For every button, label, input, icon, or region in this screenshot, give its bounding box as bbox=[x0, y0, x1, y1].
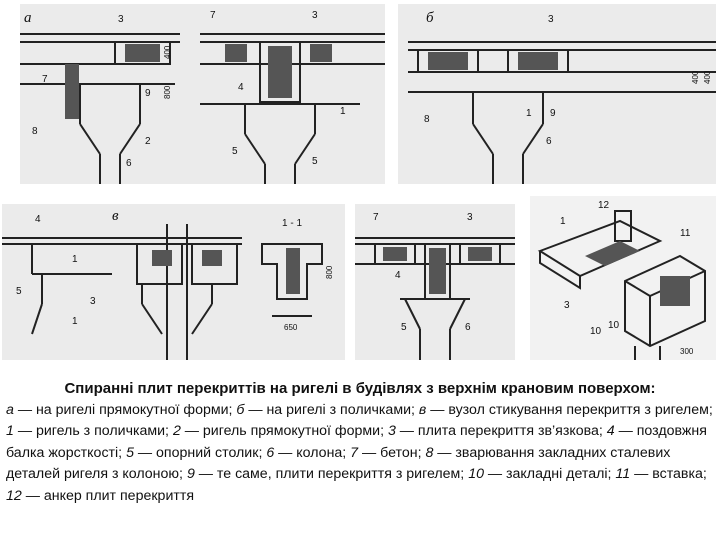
callout: 3 bbox=[90, 296, 96, 307]
legend-key: 12 bbox=[6, 487, 22, 504]
drawing-panel-b: 3 8 1 9 6 400 400 б bbox=[398, 4, 716, 184]
legend-key: а bbox=[6, 401, 14, 418]
legend-text: — закладні деталі; bbox=[483, 466, 616, 482]
callout: 4 bbox=[35, 214, 41, 225]
legend-key: 6 bbox=[266, 444, 275, 461]
legend-text: — ригель прямокутної форми; bbox=[180, 423, 388, 439]
dimension: 400 bbox=[691, 70, 700, 84]
callout: 4 bbox=[238, 82, 244, 93]
callout: 3 bbox=[564, 300, 570, 311]
caption-body: а — на ригелі прямокутної форми; б — на … bbox=[6, 402, 713, 504]
dimension: 400 bbox=[163, 45, 172, 59]
callout: 12 bbox=[598, 200, 610, 211]
callout: 2 bbox=[145, 136, 151, 147]
callout: 3 bbox=[312, 10, 318, 21]
legend-text: — анкер плит перекриття bbox=[21, 487, 195, 504]
dimension: 400 bbox=[703, 70, 712, 84]
figure-caption: Спиранні плит перекриттів на ригелі в бу… bbox=[6, 378, 714, 507]
drawing-panel-a: 3 7 9 2 6 8 7 3 4 5 5 1 400 800 а bbox=[20, 4, 385, 184]
dimension: 300 bbox=[680, 347, 694, 356]
callout: 7 bbox=[210, 10, 216, 21]
legend-text: — зварювання закладних сталевих деталей … bbox=[6, 444, 671, 483]
legend-text: — вставка; bbox=[630, 466, 707, 482]
legend-text: — колона; bbox=[274, 444, 351, 461]
callout: 5 bbox=[312, 156, 318, 167]
legend-text: — на ригелі прямокутної форми; bbox=[13, 401, 237, 418]
legend-text: — поздовжня балка жорсткості; bbox=[6, 423, 707, 461]
drawing-panel-c: 4 1 5 3 1 1 - 1 650 800 в bbox=[2, 204, 345, 360]
legend-key: б bbox=[236, 401, 245, 418]
callout: 9 bbox=[145, 88, 151, 99]
legend-key: 4 bbox=[606, 423, 615, 439]
legend-text: — вузол стикування перекриття з ригелем; bbox=[426, 401, 713, 418]
dimension: 650 bbox=[284, 323, 298, 332]
callout: 6 bbox=[465, 322, 471, 333]
panel-label-v: в bbox=[112, 208, 119, 224]
legend-text: — плита перекриття зв’язкова; bbox=[395, 423, 607, 439]
callout: 1 bbox=[72, 254, 78, 265]
drawing-c: 4 1 5 3 1 1 - 1 650 800 bbox=[2, 214, 334, 360]
callout: 10 bbox=[590, 326, 602, 337]
callout: 8 bbox=[424, 114, 430, 125]
legend-text: — ригель з поличками; bbox=[13, 423, 173, 439]
legend-key: в bbox=[418, 401, 427, 418]
dimension: 800 bbox=[163, 85, 172, 99]
callout: 5 bbox=[16, 286, 22, 297]
callout: 7 bbox=[42, 74, 48, 85]
callout: 9 bbox=[550, 108, 556, 119]
drawing-panel-e: 12 1 11 3 10 10 300 bbox=[530, 196, 716, 360]
callout: 11 bbox=[680, 228, 691, 239]
callout: 1 bbox=[72, 316, 78, 327]
legend-text: — бетон; bbox=[358, 444, 426, 461]
caption-title: Спиранні плит перекриттів на ригелі в бу… bbox=[64, 380, 656, 397]
callout: 7 bbox=[373, 212, 379, 223]
legend-key: 2 bbox=[172, 423, 181, 439]
callout: 3 bbox=[118, 14, 124, 25]
drawing-d: 7 3 4 5 6 bbox=[355, 212, 515, 360]
callout: 5 bbox=[401, 322, 407, 333]
dimension: 800 bbox=[325, 265, 334, 279]
callout: 1 bbox=[340, 106, 346, 117]
callout: 8 bbox=[32, 126, 38, 137]
callout: 1 bbox=[526, 108, 532, 119]
callout: 3 bbox=[548, 14, 554, 25]
legend-text: — те саме, плити перекриття з ригелем; bbox=[194, 466, 469, 482]
legend-key: 10 bbox=[468, 466, 484, 482]
drawing-a: 3 7 9 2 6 8 7 3 4 5 5 1 400 800 bbox=[20, 10, 385, 184]
callout: 3 bbox=[467, 212, 473, 223]
drawing-e: 12 1 11 3 10 10 300 bbox=[537, 200, 706, 360]
legend-key: 8 bbox=[425, 444, 434, 461]
callout: 4 bbox=[395, 270, 401, 281]
callout: 1 bbox=[560, 216, 566, 227]
legend-key: 3 bbox=[387, 423, 396, 439]
panel-label-a: а bbox=[24, 10, 32, 26]
panel-label-b: б bbox=[426, 10, 434, 26]
legend-key: 7 bbox=[350, 444, 359, 461]
drawing-panel-d: 7 3 4 5 6 bbox=[355, 204, 515, 360]
legend-text: — на ригелі з поличками; bbox=[244, 401, 419, 418]
callout: 5 bbox=[232, 146, 238, 157]
legend-text: — опорний столик; bbox=[133, 444, 267, 461]
drawing-b: 3 8 1 9 6 400 400 bbox=[408, 14, 716, 184]
legend-key: 5 bbox=[126, 444, 134, 461]
callout: 10 bbox=[608, 320, 620, 331]
legend-key: 11 bbox=[615, 466, 631, 482]
section-label: 1 - 1 bbox=[282, 218, 302, 229]
callout: 6 bbox=[546, 136, 552, 147]
legend-key: 1 bbox=[6, 423, 14, 439]
callout: 6 bbox=[126, 158, 132, 169]
legend-key: 9 bbox=[186, 466, 195, 482]
